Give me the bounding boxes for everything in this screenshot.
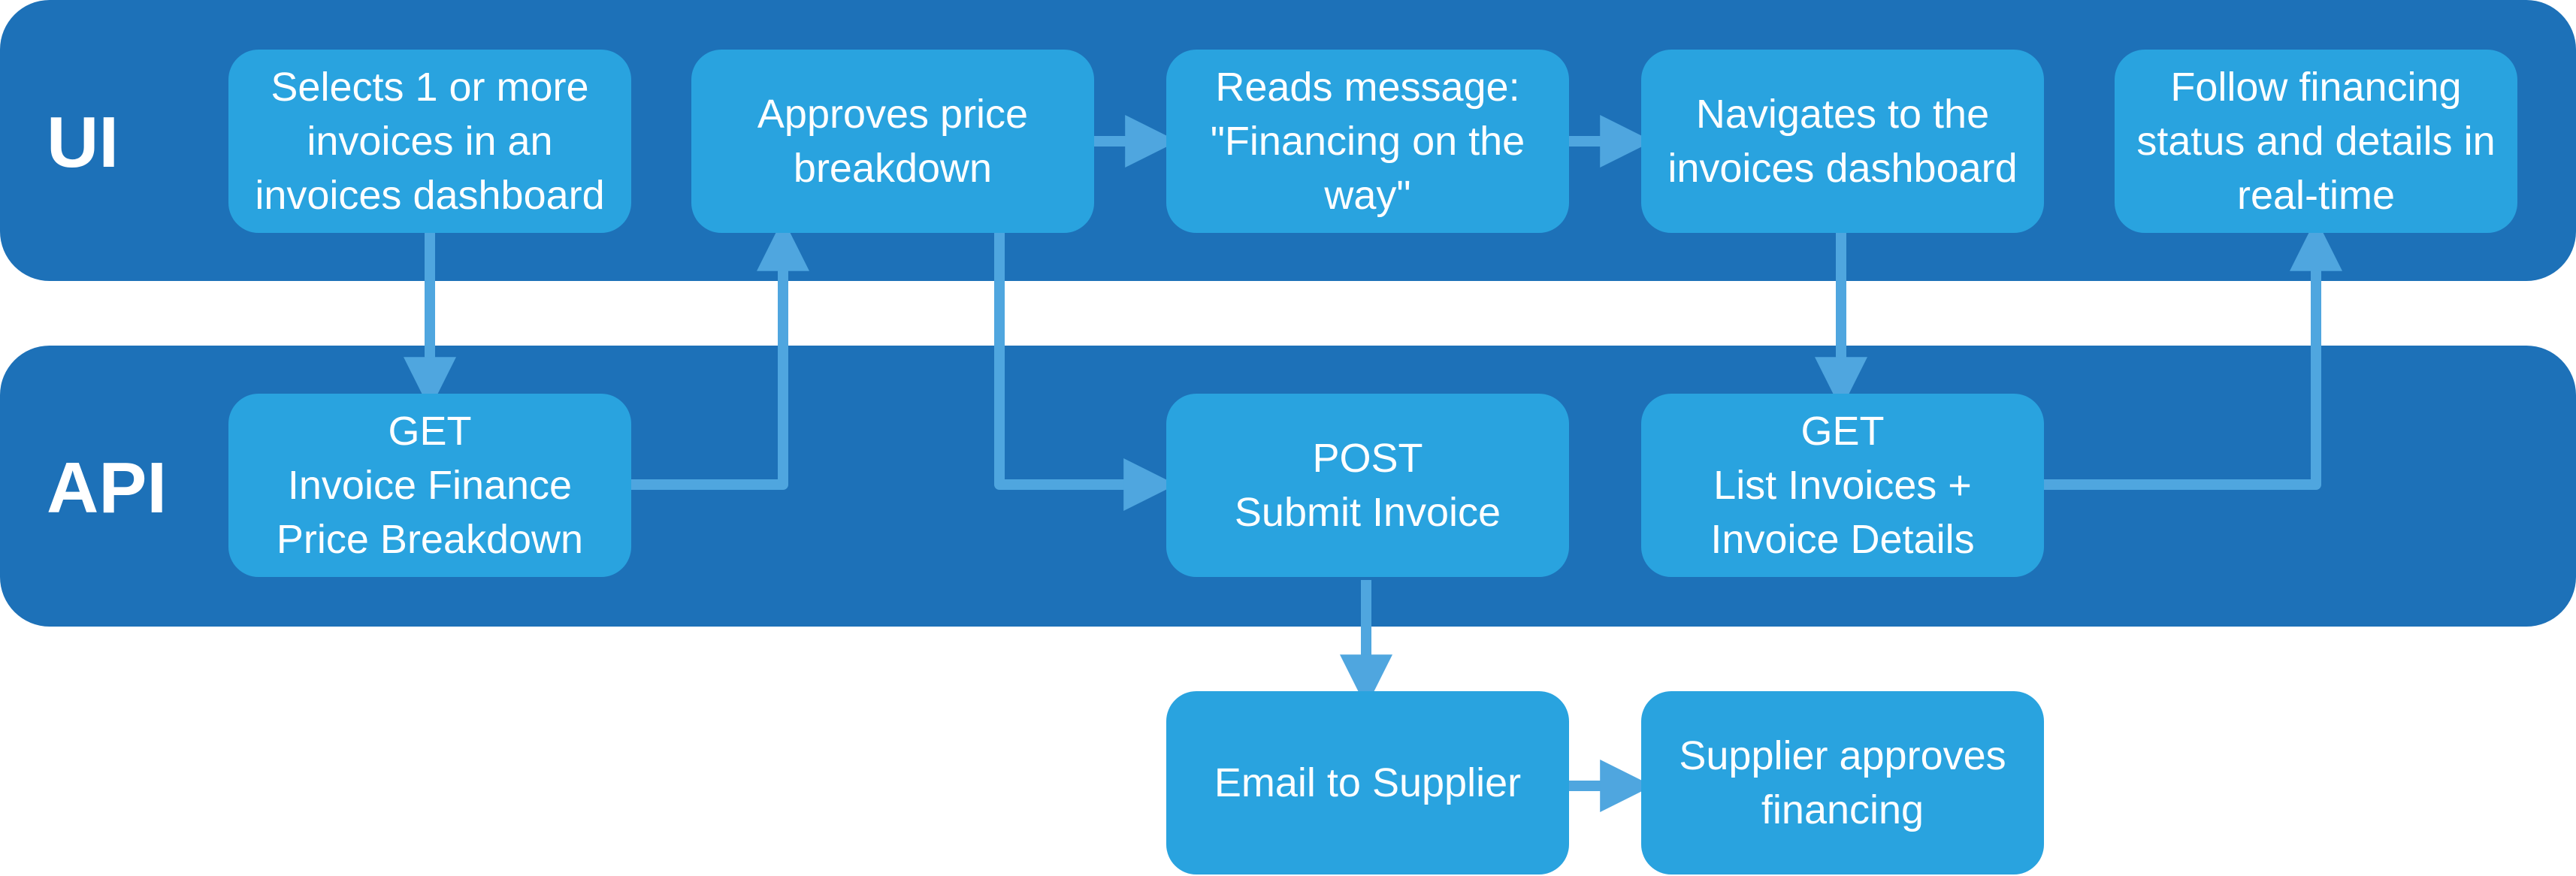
navigate-dashboard-box: Navigates to the invoices dashboard	[1641, 50, 2044, 233]
post-submit-invoice-text: POST Submit Invoice	[1234, 436, 1501, 535]
email-supplier-box: Email to Supplier	[1166, 691, 1569, 874]
follow-status-box: Follow financing status and details in r…	[2115, 50, 2517, 233]
arrow-get-breakdown-to-approve	[631, 218, 809, 490]
navigate-dashboard-text: Navigates to the invoices dashboard	[1667, 92, 2018, 191]
email-supplier-text: Email to Supplier	[1214, 760, 1522, 805]
supplier-approves-text: Supplier approves financing	[1679, 733, 2006, 832]
supplier-approves-box: Supplier approves financing	[1641, 691, 2044, 874]
arrow-approve-to-post-submit	[994, 233, 1177, 511]
api-lane-label: API	[47, 448, 168, 528]
arrow-get-list-to-follow-status	[2044, 218, 2342, 490]
read-message-text: Reads message: "Financing on the way"	[1210, 65, 1525, 218]
get-price-breakdown-box: GET Invoice Finance Price Breakdown	[228, 394, 631, 577]
get-list-invoices-text: GET List Invoices + Invoice Details	[1710, 409, 1975, 562]
read-message-box: Reads message: "Financing on the way"	[1166, 50, 1569, 233]
post-submit-invoice-box: POST Submit Invoice	[1166, 394, 1569, 577]
approve-breakdown-box: Approves price breakdown	[691, 50, 1094, 233]
get-list-invoices-box: GET List Invoices + Invoice Details	[1641, 394, 2044, 577]
get-price-breakdown-text: GET Invoice Finance Price Breakdown	[276, 409, 584, 562]
follow-status-text: Follow financing status and details in r…	[2136, 65, 2496, 218]
approve-breakdown-text: Approves price breakdown	[757, 92, 1029, 191]
select-invoices-box: Selects 1 or more invoices in an invoice…	[228, 50, 631, 233]
select-invoices-text: Selects 1 or more invoices in an invoice…	[255, 65, 605, 218]
ui-lane-label: UI	[47, 102, 119, 183]
